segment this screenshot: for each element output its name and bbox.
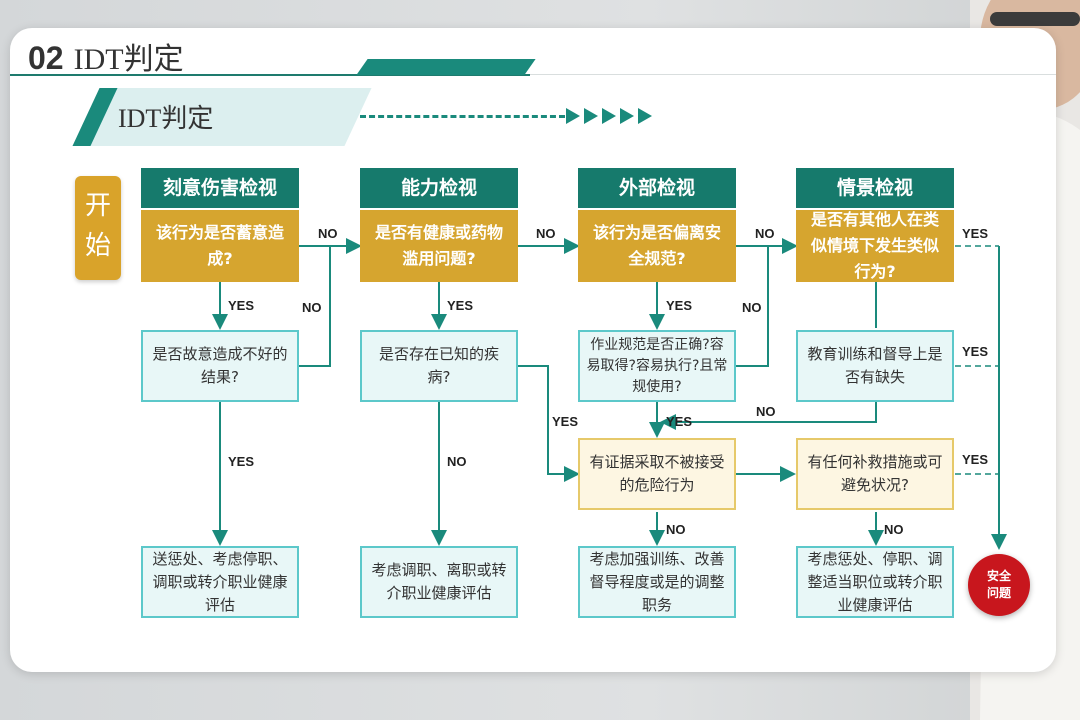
- result-transfer: 考虑调职、离职或转介职业健康评估: [360, 546, 518, 618]
- question-intentional: 该行为是否蓄意造成?: [141, 210, 299, 282]
- label-yes: YES: [962, 344, 988, 359]
- result-reassign: 考虑惩处、停职、调整适当职位或转介职业健康评估: [796, 546, 954, 618]
- header-intentional-harm: 刻意伤害检视: [141, 168, 299, 208]
- safety-label-2: 问题: [987, 585, 1011, 602]
- question-deviation: 该行为是否偏离安全规范?: [578, 210, 736, 282]
- header-external: 外部检视: [578, 168, 736, 208]
- question-remedy: 有任何补救措施或可避免状况?: [796, 438, 954, 510]
- label-yes: YES: [962, 226, 988, 241]
- label-no: NO: [755, 226, 775, 241]
- header-capability: 能力检视: [360, 168, 518, 208]
- question-training-gap: 教育训练和督导上是否有缺失: [796, 330, 954, 402]
- question-known-illness: 是否存在已知的疾病?: [360, 330, 518, 402]
- question-deliberate-result: 是否故意造成不好的结果?: [141, 330, 299, 402]
- label-yes: YES: [666, 298, 692, 313]
- label-yes: YES: [962, 452, 988, 467]
- label-yes: YES: [228, 454, 254, 469]
- label-yes: YES: [447, 298, 473, 313]
- label-no: NO: [666, 522, 686, 537]
- label-yes: YES: [228, 298, 254, 313]
- label-no: NO: [318, 226, 338, 241]
- result-discipline: 送惩处、考虑停职、调职或转介职业健康评估: [141, 546, 299, 618]
- safety-label-1: 安全: [987, 568, 1011, 585]
- result-training: 考虑加强训练、改善督导程度或是的调整职务: [578, 546, 736, 618]
- evidence-risky-behavior: 有证据采取不被接受的危险行为: [578, 438, 736, 510]
- header-situational: 情景检视: [796, 168, 954, 208]
- question-health: 是否有健康或药物滥用问题?: [360, 210, 518, 282]
- label-yes: YES: [666, 414, 692, 429]
- question-similar-behavior: 是否有其他人在类似情境下发生类似行为?: [796, 210, 954, 282]
- question-procedure: 作业规范是否正确?容易取得?容易执行?且常规使用?: [578, 330, 736, 402]
- safety-issue-node: 安全 问题: [968, 554, 1030, 616]
- label-no: NO: [884, 522, 904, 537]
- label-no: NO: [536, 226, 556, 241]
- label-no: NO: [742, 300, 762, 315]
- label-no: NO: [302, 300, 322, 315]
- label-yes: YES: [552, 414, 578, 429]
- label-no: NO: [756, 404, 776, 419]
- label-no: NO: [447, 454, 467, 469]
